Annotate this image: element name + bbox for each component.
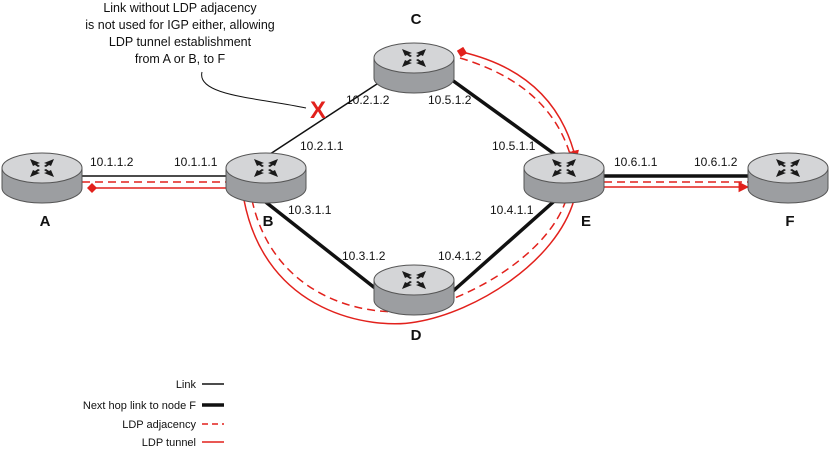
- address-label: 10.4.1.1: [490, 203, 534, 217]
- annotation-note: Link without LDP adjacency is not used f…: [85, 1, 326, 124]
- node-label-d: D: [411, 327, 422, 344]
- link-b-c-unused: [263, 81, 381, 159]
- address-label: 10.2.1.2: [346, 93, 390, 107]
- address-label: 10.5.1.2: [428, 93, 472, 107]
- node-label-a: A: [40, 213, 51, 230]
- router-f: [747, 152, 829, 204]
- legend-label-ldp-adjacency: LDP adjacency: [122, 419, 196, 431]
- ldp-tunnel-origin-marker: [87, 183, 97, 193]
- address-label: 10.4.1.2: [438, 249, 482, 263]
- note-line: is not used for IGP either, allowing: [85, 18, 275, 32]
- address-label: 10.5.1.1: [492, 139, 536, 153]
- address-label: 10.6.1.1: [614, 155, 658, 169]
- address-label: 10.3.1.1: [288, 203, 332, 217]
- node-label-c: C: [411, 11, 422, 28]
- note-line: LDP tunnel establishment: [109, 35, 252, 49]
- ldp-tunnel-b-d-e: [243, 199, 575, 325]
- ldp-tunnel-c-e: [456, 46, 579, 162]
- link-b-d-nexthop: [256, 194, 382, 294]
- router-e: [523, 152, 605, 204]
- router-b: [225, 152, 307, 204]
- router-a: [1, 152, 83, 204]
- address-label: 10.2.1.1: [300, 139, 344, 153]
- router-c: [373, 42, 455, 94]
- router-d: [373, 264, 455, 316]
- node-label-b: B: [263, 213, 274, 230]
- address-label: 10.6.1.2: [694, 155, 738, 169]
- ldp-adjacency-b-d-e: [251, 199, 567, 313]
- legend-label-next-hop: Next hop link to node F: [83, 400, 196, 412]
- legend: Link Next hop link to node F LDP adjacen…: [83, 379, 224, 449]
- node-label-e: E: [581, 213, 591, 230]
- address-label: 10.1.1.2: [90, 155, 134, 169]
- address-label: 10.3.1.2: [342, 249, 386, 263]
- note-pointer: [201, 71, 307, 109]
- legend-label-link: Link: [176, 379, 197, 391]
- address-label: 10.1.1.1: [174, 155, 218, 169]
- node-label-f: F: [785, 213, 794, 230]
- legend-label-ldp-tunnel: LDP tunnel: [142, 437, 196, 449]
- link-d-e-nexthop: [450, 194, 562, 294]
- note-line: from A or B, to F: [135, 52, 226, 66]
- note-line: Link without LDP adjacency: [103, 1, 257, 15]
- no-ldp-x-mark: X: [310, 97, 326, 124]
